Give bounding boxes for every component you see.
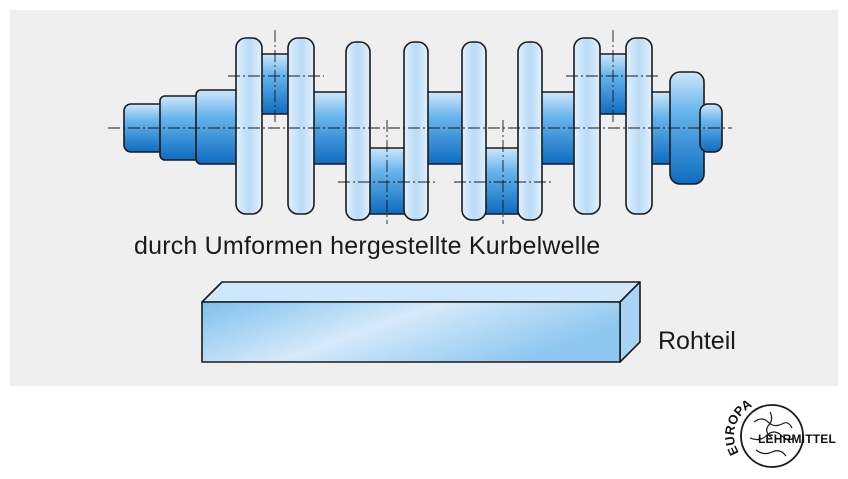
web-5 xyxy=(461,41,487,221)
web-8 xyxy=(625,37,653,215)
logo-name-text: LEHRMITTEL xyxy=(758,432,836,446)
web-1 xyxy=(235,37,263,215)
web-3 xyxy=(345,41,371,221)
web-4 xyxy=(403,41,429,221)
web-7 xyxy=(573,37,601,215)
blank-top-face xyxy=(201,281,641,303)
blank-front-face xyxy=(201,301,621,363)
publisher-logo: EUROPA xyxy=(722,396,804,468)
web-6 xyxy=(517,41,543,221)
web-2 xyxy=(287,37,315,215)
crankshaft-caption: durch Umformen hergestellte Kurbelwelle xyxy=(134,232,601,260)
blank-caption: Rohteil xyxy=(658,327,736,355)
